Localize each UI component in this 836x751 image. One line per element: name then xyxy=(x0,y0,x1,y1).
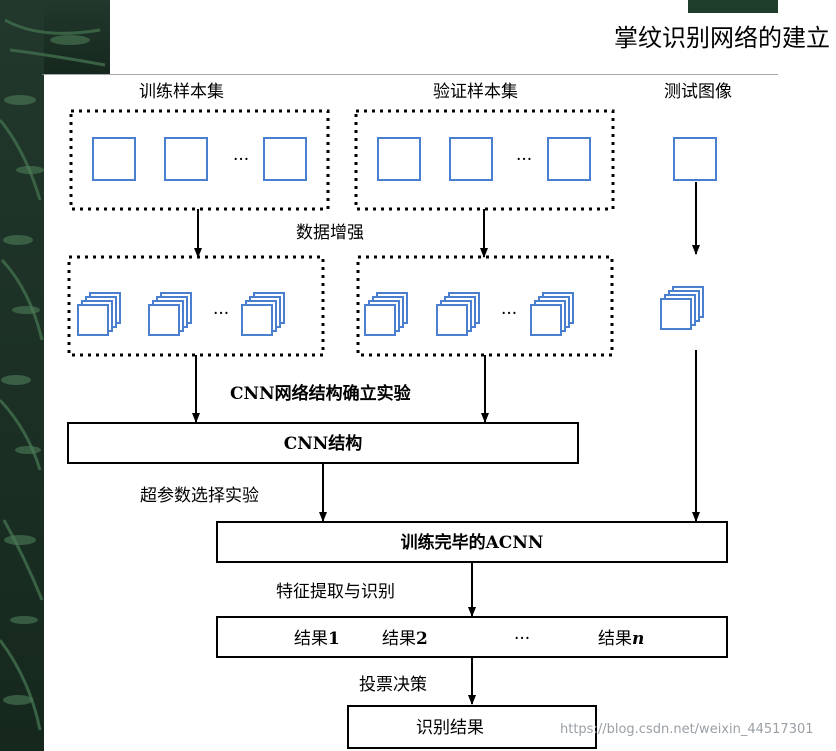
train-aug-ellipsis: ··· xyxy=(213,304,229,324)
final-result-box xyxy=(347,705,597,749)
watermark: https://blog.csdn.net/weixin_44517301 xyxy=(560,722,814,737)
header-accent-bar xyxy=(688,0,778,13)
train-augmented-stack xyxy=(241,292,285,336)
validation-ellipsis: ··· xyxy=(516,150,532,170)
result-1: 结果1 xyxy=(294,629,340,649)
validation-samples-box xyxy=(354,109,615,211)
results-box xyxy=(216,616,728,658)
hyperparam-label: 超参数选择实验 xyxy=(140,486,259,506)
result-n: 结果n xyxy=(598,629,644,649)
feature-label: 特征提取与识别 xyxy=(276,582,395,602)
train-augmented-stack xyxy=(77,292,121,336)
trained-acnn-label: 训练完毕的ACNN xyxy=(401,532,544,553)
validation-sample-square xyxy=(547,137,591,181)
augment-label: 数据增强 xyxy=(296,223,364,243)
cnn-structure-box xyxy=(67,422,579,464)
results-ellipsis: ··· xyxy=(514,629,530,649)
cnn-experiment-label: CNN网络结构确立实验 xyxy=(230,383,412,404)
val-aug-ellipsis: ··· xyxy=(501,304,517,324)
train-sample-square xyxy=(92,137,136,181)
train-samples-box xyxy=(69,109,330,211)
train-sample-square xyxy=(263,137,307,181)
validation-augmented-stack xyxy=(436,292,480,336)
header-validation-set: 验证样本集 xyxy=(433,82,518,102)
train-sample-square xyxy=(164,137,208,181)
slide-title: 掌纹识别网络的建立 xyxy=(614,24,830,52)
test-augmented-stack xyxy=(660,286,704,330)
cnn-structure-label: CNN结构 xyxy=(284,433,363,454)
header-train-set: 训练样本集 xyxy=(139,82,224,102)
validation-sample-square xyxy=(449,137,493,181)
final-result-label: 识别结果 xyxy=(416,718,484,738)
validation-augmented-stack xyxy=(364,292,408,336)
validation-augmented-stack xyxy=(530,292,574,336)
vote-label: 投票决策 xyxy=(359,675,427,695)
train-ellipsis: ··· xyxy=(233,150,249,170)
validation-sample-square xyxy=(377,137,421,181)
test-image-square xyxy=(673,137,717,181)
train-augmented-stack xyxy=(148,292,192,336)
palmprint-network-diagram: 训练样本集 验证样本集 测试图像 ··· ··· 数据增强 ··· ··· CN… xyxy=(42,74,778,749)
header-test-image: 测试图像 xyxy=(664,82,732,102)
result-2: 结果2 xyxy=(382,629,428,649)
